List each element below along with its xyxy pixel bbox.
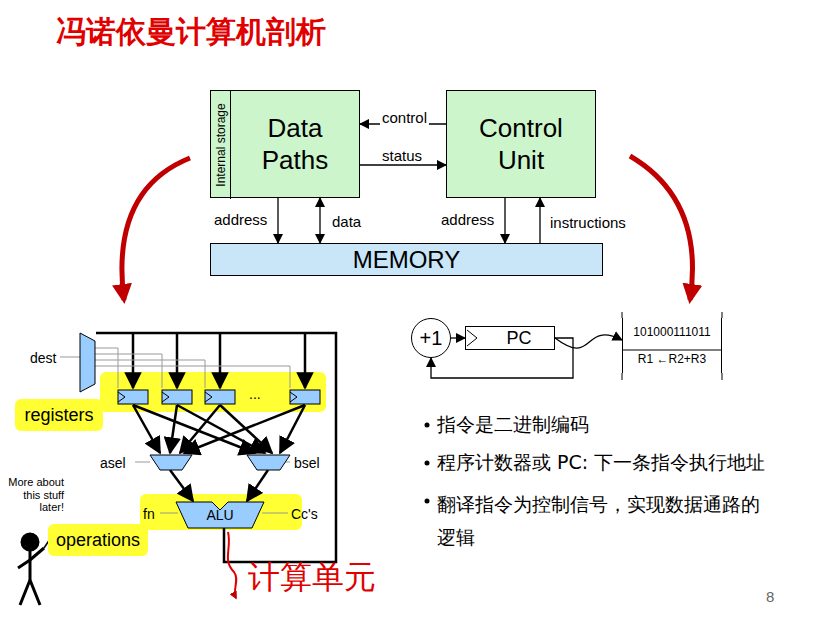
edge-label: instructions bbox=[548, 214, 628, 231]
node-text: Control Unit bbox=[466, 112, 576, 177]
pc-register: PC bbox=[465, 326, 555, 350]
connector bbox=[360, 164, 446, 165]
edge-label: status bbox=[380, 147, 424, 164]
connector bbox=[504, 198, 505, 243]
node-text: 101000111011 bbox=[633, 325, 710, 339]
node-text: R1 ←R2+R3 bbox=[638, 352, 706, 366]
signal-name: asel bbox=[100, 455, 126, 471]
connector bbox=[451, 337, 465, 338]
memory-strip: 101000111011 R1 ←R2+R3 bbox=[622, 318, 722, 373]
node-text: +1 bbox=[420, 327, 443, 350]
node-text: PC bbox=[506, 328, 531, 349]
multiplexers bbox=[80, 333, 290, 470]
control-unit-box: Control Unit bbox=[446, 90, 596, 198]
handwritten-note: 计算单元 bbox=[248, 556, 376, 600]
node-text: Internal storage bbox=[214, 103, 228, 186]
operations-band: operations bbox=[48, 524, 148, 556]
page-number: 8 bbox=[766, 588, 774, 605]
edge-label: address bbox=[439, 211, 496, 228]
node-text: operations bbox=[56, 530, 140, 551]
title: 冯诺依曼计算机剖析 bbox=[56, 12, 326, 53]
signal-name: fn bbox=[143, 506, 155, 522]
connector bbox=[277, 198, 278, 243]
increment-circle: +1 bbox=[411, 318, 451, 358]
compute-unit-arrow bbox=[228, 532, 236, 598]
edge-label: address bbox=[212, 211, 269, 228]
node-text: Data Paths bbox=[245, 112, 345, 177]
bullets bbox=[425, 423, 430, 504]
edge-label: control bbox=[380, 109, 429, 126]
datapath-box: Data Paths Internal storage bbox=[210, 90, 360, 198]
node-text: ALU bbox=[206, 507, 233, 523]
registers-band: registers bbox=[15, 399, 103, 431]
signal-name: Cc's bbox=[291, 506, 318, 522]
yellow-bands bbox=[100, 372, 326, 530]
red-arrows bbox=[122, 156, 693, 300]
pc-clock bbox=[467, 330, 477, 346]
node-text: registers bbox=[24, 405, 93, 426]
bullet-text: 指令是二进制编码 bbox=[437, 412, 827, 438]
bullet-text: 翻译指令为控制信号，实现数据通路的 逻辑 bbox=[437, 488, 782, 555]
connector bbox=[431, 338, 573, 378]
connector bbox=[319, 198, 320, 243]
connector bbox=[539, 198, 540, 243]
alu-shape: ALU bbox=[176, 502, 264, 528]
note: More about this stuff later! bbox=[0, 476, 64, 514]
signal-name: dest bbox=[30, 350, 56, 366]
internal-storage-strip: Internal storage bbox=[211, 91, 231, 199]
register-cells bbox=[118, 390, 320, 404]
signal-name: bsel bbox=[294, 455, 320, 471]
edge-label: data bbox=[330, 213, 363, 230]
memory-strip-lines bbox=[622, 312, 722, 380]
ellipsis: ... bbox=[249, 386, 261, 402]
connector bbox=[555, 335, 622, 348]
bullet-text: 程序计数器或 PC: 下一条指令执行地址 bbox=[437, 450, 829, 476]
node-text: MEMORY bbox=[353, 246, 461, 274]
memory-band: MEMORY bbox=[210, 243, 603, 276]
